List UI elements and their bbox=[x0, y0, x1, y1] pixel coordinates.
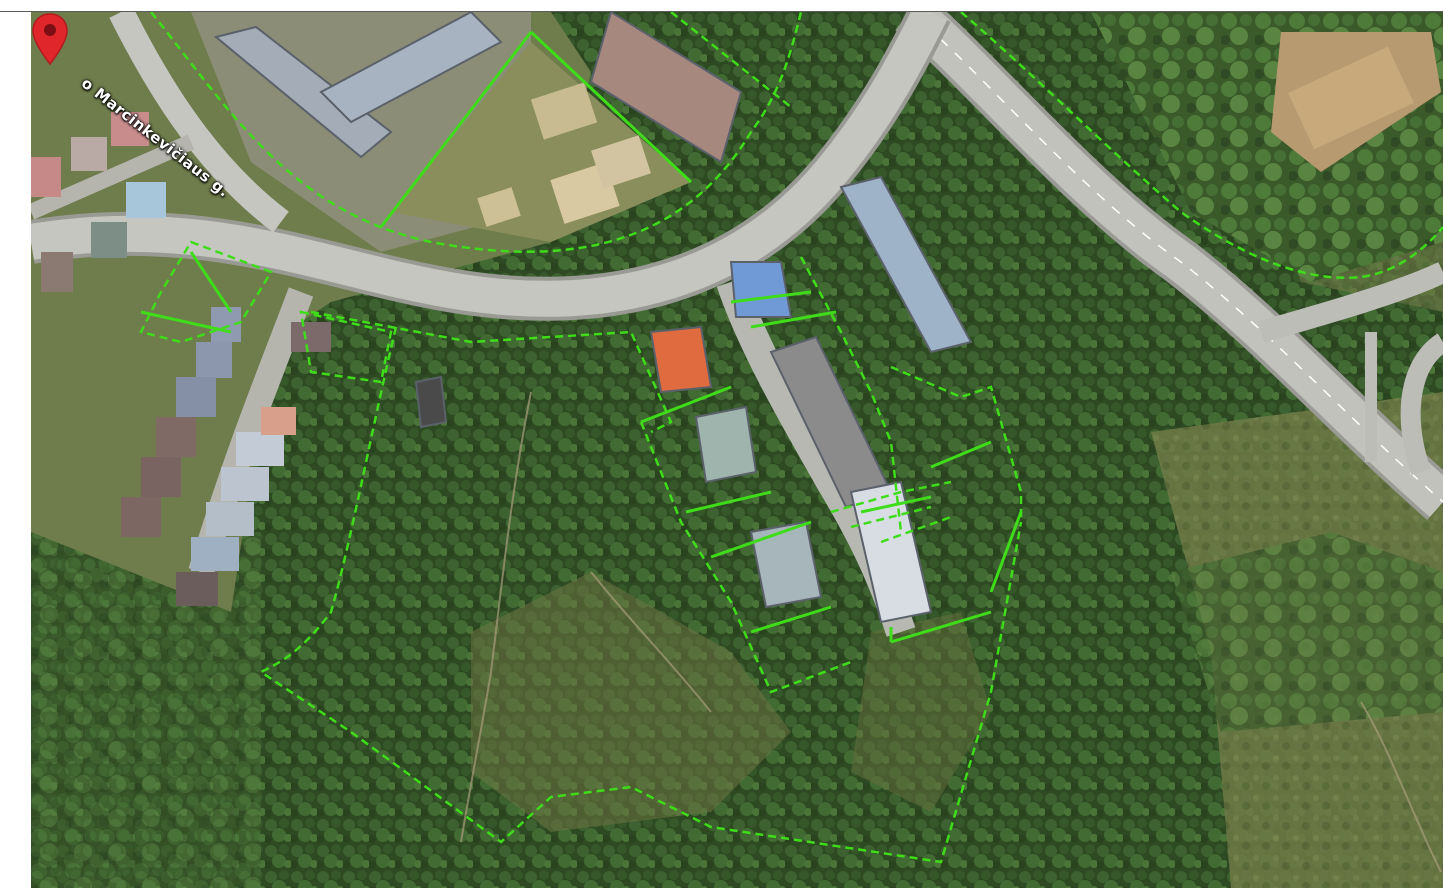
satellite-map[interactable]: o Marcinkevičiaus g. bbox=[31, 12, 1443, 888]
parcel-solid-outlines bbox=[140, 30, 1023, 644]
clearing bbox=[471, 572, 791, 832]
parcel-dashed-outlines bbox=[139, 12, 1443, 864]
map-imagery bbox=[31, 12, 1443, 888]
buildings bbox=[213, 12, 973, 624]
top-border bbox=[0, 11, 1443, 12]
park-area bbox=[391, 42, 691, 242]
map-pin-icon[interactable] bbox=[31, 12, 69, 66]
row-houses bbox=[31, 112, 331, 606]
